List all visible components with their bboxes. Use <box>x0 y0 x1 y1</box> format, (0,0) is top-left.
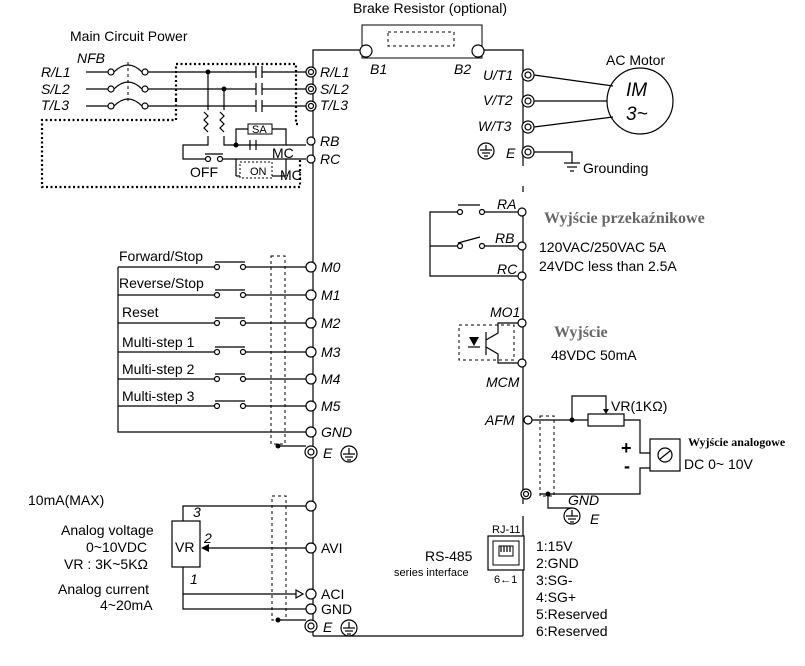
analog-gnd: GND <box>321 601 352 617</box>
input-label-m0: Forward/Stop <box>119 248 203 264</box>
relay-section: RA RB RC Wyjście przekaźnikowe 120VAC/25… <box>429 196 705 281</box>
b2-label: B2 <box>454 61 471 77</box>
input-term-m0: M0 <box>321 259 341 275</box>
motor-phase: 3~ <box>626 104 648 125</box>
brake-resistor-title: Brake Resistor (optional) <box>353 0 507 16</box>
mo-spec: 48VDC 50mA <box>551 347 637 363</box>
rs485-pin4: 4:SG+ <box>536 589 576 605</box>
input-row-4: Multi-step 2 M4 <box>118 361 341 387</box>
afm-plus: + <box>621 438 632 458</box>
input-row-0: Forward/Stop M0 <box>118 248 341 275</box>
analog-aci: ACI <box>321 586 344 602</box>
input-e: E <box>323 445 333 461</box>
input-term-m4: M4 <box>321 371 341 387</box>
off-label: OFF <box>190 164 218 180</box>
input-label-m5: Multi-step 3 <box>122 388 195 404</box>
analog-avi: AVI <box>321 540 343 556</box>
vr-pin3: 3 <box>193 504 201 520</box>
grounding-label: Grounding <box>583 160 648 176</box>
analog-vr-spec: VR : 3K~5KΩ <box>64 556 148 572</box>
mc-label-1: MC <box>272 145 294 161</box>
afm-vr: VR(1KΩ) <box>611 398 667 414</box>
terminal-rb: RB <box>320 133 339 149</box>
input-r: R/L1 <box>41 64 71 80</box>
b1-label: B1 <box>370 61 387 77</box>
ground-e: E <box>506 145 516 161</box>
rj11-label: RJ-11 <box>492 524 521 536</box>
output-u: U/T1 <box>483 67 513 83</box>
relay-spec1: 120VAC/250VAC 5A <box>539 239 667 255</box>
input-term-m5: M5 <box>321 398 341 414</box>
terminal-r: R/L1 <box>320 64 350 80</box>
rs485-sub: series interface <box>394 567 469 579</box>
analog-vr-box: VR <box>175 539 194 555</box>
rs485-pin1: 1:15V <box>536 538 573 554</box>
output-w: W/T3 <box>478 118 512 134</box>
input-gnd: GND <box>321 424 352 440</box>
nfb-label: NFB <box>77 50 105 66</box>
relay-rb: RB <box>495 230 514 246</box>
rs485-pin6: 6:Reserved <box>536 623 608 639</box>
rs485-pin2: 2:GND <box>536 555 579 571</box>
analog-current: Analog current <box>58 581 149 597</box>
afm-section: AFM VR(1KΩ) + - Wyjście analogowe DC 0~ … <box>484 395 786 527</box>
main-power-title: Main Circuit Power <box>70 28 188 44</box>
input-s: S/L2 <box>41 81 70 97</box>
main-circuit-power: Main Circuit Power NFB R/L1 S/L2 T/L3 <box>40 28 306 189</box>
on-label: ON <box>250 166 267 178</box>
afm-title: Wyjście analogowe <box>688 435 786 449</box>
motor-section: AC Motor IM 3~ U/T1 V/T2 W/T3 E Groundin… <box>477 52 674 176</box>
afm-e: E <box>590 511 600 527</box>
motor-im: IM <box>626 80 647 101</box>
mo1-label: MO1 <box>490 304 520 320</box>
input-row-3: Multi-step 1 M3 <box>118 334 341 360</box>
input-row-1: Reverse/Stop M1 <box>118 275 340 303</box>
relay-ra: RA <box>497 196 516 212</box>
input-term-m2: M2 <box>321 315 341 331</box>
input-label-m4: Multi-step 2 <box>122 361 195 377</box>
rs485-pin3: 3:SG- <box>536 572 573 588</box>
input-label-m2: Reset <box>122 304 159 320</box>
relay-spec2: 24VDC less than 2.5A <box>539 258 677 274</box>
output-v: V/T2 <box>483 92 513 108</box>
digital-inputs: Forward/Stop M0 Reverse/Stop M1 Reset <box>117 248 358 463</box>
afm-minus: - <box>624 456 630 476</box>
afm-spec: DC 0~ 10V <box>684 456 754 472</box>
afm-gnd: GND <box>568 492 599 508</box>
mo-section: MO1 MCM Wyjście 48VDC 50mA <box>458 304 637 390</box>
analog-max: 10mA(MAX) <box>28 492 104 508</box>
terminal-t: T/L3 <box>320 97 348 113</box>
power-terminals: R/L1 S/L2 T/L3 RB RC <box>305 64 350 167</box>
mc-label-2: MC <box>280 167 302 183</box>
vr-pin2: 2 <box>203 530 212 546</box>
input-label-m1: Reverse/Stop <box>119 275 204 291</box>
input-row-2: Reset M2 <box>118 304 341 331</box>
rs485-title: RS-485 <box>425 548 473 564</box>
relay-title: Wyjście przekaźnikowe <box>544 210 705 227</box>
relay-rc: RC <box>497 261 518 277</box>
input-label-m3: Multi-step 1 <box>122 334 195 350</box>
input-term-m3: M3 <box>321 344 341 360</box>
rs485-pin5: 5:Reserved <box>536 606 608 622</box>
mcm-label: MCM <box>486 374 520 390</box>
analog-inputs: 10mA(MAX) Analog voltage 0~10VDC VR : 3K… <box>28 492 358 637</box>
sa-label: SA <box>252 124 267 136</box>
mo-title: Wyjście <box>554 324 608 341</box>
brake-resistor: Brake Resistor (optional) B1 B2 <box>353 0 507 77</box>
afm-label: AFM <box>484 412 515 428</box>
vr-pin1: 1 <box>190 571 198 587</box>
input-row-5: Multi-step 3 M5 <box>118 388 341 414</box>
rs485-section: RS-485 series interface RJ-11 6←1 1:15V … <box>394 524 608 639</box>
rj11-pins: 6←1 <box>494 574 517 586</box>
motor-title: AC Motor <box>606 52 665 68</box>
analog-crange: 4~20mA <box>100 597 153 613</box>
analog-vrange: 0~10VDC <box>86 539 147 555</box>
analog-voltage: Analog voltage <box>61 522 154 538</box>
analog-e: E <box>323 619 333 635</box>
terminal-s: S/L2 <box>320 81 349 97</box>
input-term-m1: M1 <box>321 287 340 303</box>
input-t: T/L3 <box>41 97 69 113</box>
terminal-rc: RC <box>320 151 341 167</box>
